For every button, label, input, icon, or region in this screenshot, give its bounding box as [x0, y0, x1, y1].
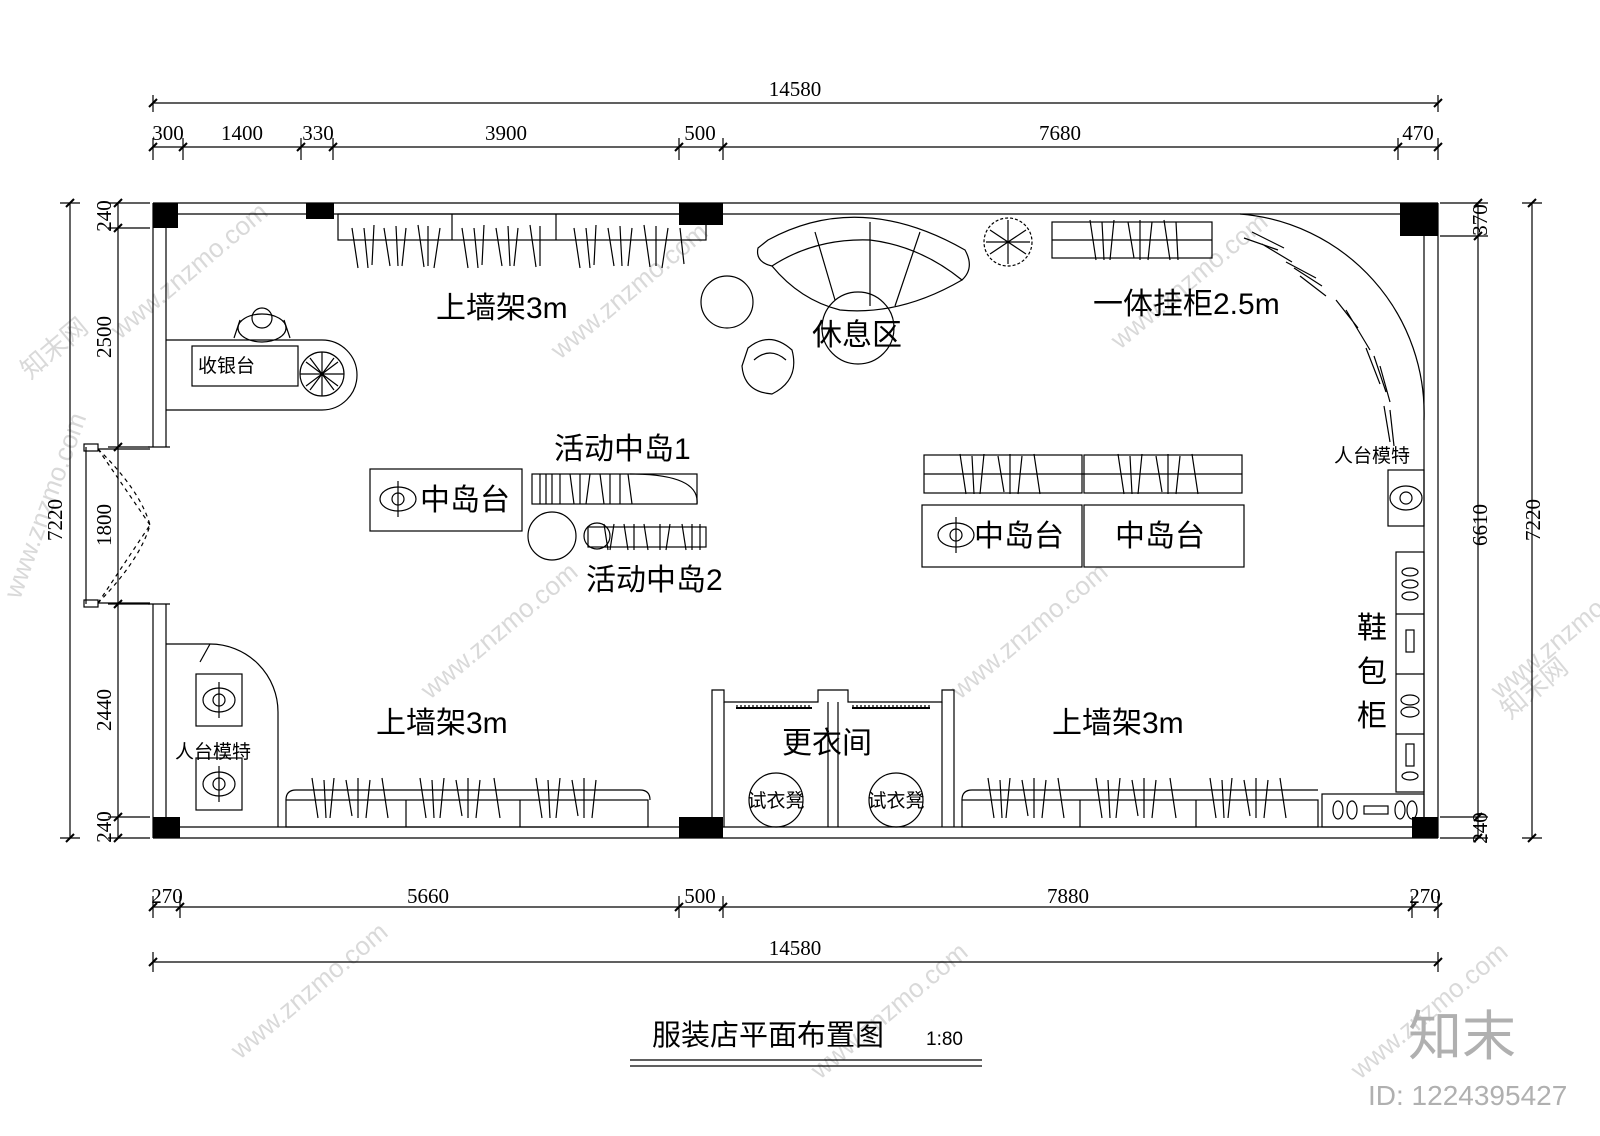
mannequin-icon — [1389, 485, 1423, 511]
watermark-site: www.znzmo.com — [414, 556, 583, 705]
left-dimensions: 7220 240 2500 1800 2440 240 — [43, 198, 150, 843]
wall-rack-top-label: 上墙架3m — [436, 292, 568, 325]
mannequin-icon — [379, 481, 417, 517]
dim-left-total: 7220 — [43, 499, 67, 541]
watermark-site: www.znzmo.com — [544, 216, 713, 365]
shoe-icon — [1400, 567, 1420, 781]
dim-right-seg-2: 6610 — [1468, 504, 1492, 546]
watermark-site: www.znzmo.com — [944, 556, 1113, 705]
mannequin-icon — [202, 682, 236, 802]
mannequin-icon — [937, 517, 975, 553]
watermark-logo: 知末 — [1408, 1007, 1516, 1067]
shoe-bag-cabinet-label-text: 鞋包柜 — [1357, 612, 1387, 733]
dim-top-seg-7: 470 — [1402, 121, 1434, 145]
dim-left-seg-4: 2440 — [92, 689, 116, 731]
dim-top-seg-5: 500 — [684, 121, 716, 145]
shoe-bag-cabinet-label-char: 鞋 — [1357, 612, 1387, 645]
wall-rack-top — [337, 213, 707, 269]
island-right-racks — [923, 453, 1243, 495]
fitting-stool-1-label: 试衣凳 — [747, 790, 804, 812]
watermark-brand: 知末网 — [15, 311, 94, 384]
mobile-island-2-label: 活动中岛2 — [586, 564, 723, 597]
plant-icon — [983, 217, 1033, 267]
fitting-stool-2 — [868, 772, 924, 828]
island-right-b — [1083, 504, 1245, 568]
dim-bottom-total: 14580 — [769, 936, 822, 960]
island-left-label: 中岛台 — [420, 484, 510, 517]
top-dimensions: 14580 300 1400 330 3900 500 7680 4 — [148, 77, 1443, 160]
dim-right-seg-1: 370 — [1468, 204, 1492, 236]
dim-left-seg-2: 2500 — [92, 316, 116, 358]
dim-right-total: 7220 — [1521, 499, 1545, 541]
right-dimensions: 370 6610 240 7220 — [1440, 198, 1545, 844]
dim-top-seg-6: 7680 — [1039, 121, 1081, 145]
wall-rack-bottom-right — [961, 777, 1319, 828]
lounge-chair — [741, 338, 795, 395]
drawing-scale: 1:80 — [926, 1029, 963, 1050]
mannequin-left-area — [166, 643, 279, 827]
dim-left-seg-3: 1800 — [92, 504, 116, 546]
shoe-bag-cabinet — [1321, 551, 1425, 828]
column-top-small — [306, 203, 334, 219]
dim-left-seg-5: 240 — [92, 811, 116, 843]
shoe-bag-cabinet-label-char: 柜 — [1357, 700, 1387, 733]
shoe-bag-cabinet-label-vertical: 鞋包柜 — [1357, 612, 1387, 733]
mannequin-right — [1387, 469, 1425, 527]
wardrobe-label: 一体挂柜2.5m — [1093, 288, 1280, 321]
column-bottom-left — [153, 817, 180, 838]
dim-bottom-seg-5: 270 — [1409, 884, 1441, 908]
lounge-side-table — [700, 275, 754, 329]
mannequin-left-label: 人台模特 — [175, 741, 251, 763]
lounge-label: 休息区 — [812, 319, 902, 352]
dim-top-seg-3: 330 — [302, 121, 334, 145]
island-right-b-label: 中岛台 — [1115, 520, 1205, 553]
dim-top-total: 14580 — [769, 77, 822, 101]
fitting-rooms — [711, 689, 955, 828]
wardrobe-rack — [1051, 213, 1425, 447]
column-top-right — [1400, 203, 1438, 236]
column-bottom-right — [1412, 817, 1438, 838]
entrance-door — [83, 443, 170, 608]
fitting-stool-1 — [748, 772, 804, 828]
cashier-counter — [166, 339, 358, 411]
watermark-site: www.znzmo.com — [804, 936, 973, 1085]
drawing-title: 服装店平面布置图 — [652, 1019, 884, 1052]
cashier-person-icon — [233, 307, 291, 343]
lounge-round-table — [821, 291, 895, 365]
mobile-island-1-label: 活动中岛1 — [554, 433, 691, 466]
mannequin-right-label: 人台模特 — [1334, 445, 1410, 467]
dim-bottom-seg-3: 500 — [684, 884, 716, 908]
dim-bottom-seg-4: 7880 — [1047, 884, 1089, 908]
island-left — [369, 468, 523, 532]
watermark-id: ID: 1224395427 — [1368, 1080, 1567, 1111]
dim-bottom-seg-1: 270 — [151, 884, 183, 908]
dim-top-seg-1: 300 — [152, 121, 184, 145]
watermark-site: www.znzmo.com — [224, 916, 393, 1065]
lounge-sofa — [700, 216, 1033, 395]
mobile-island-2 — [527, 511, 707, 561]
fitting-stool-2-label: 试衣凳 — [867, 790, 924, 812]
island-right-a-label: 中岛台 — [974, 520, 1064, 553]
wall-rack-bottom-left-label: 上墙架3m — [376, 707, 508, 740]
shoe-bag-cabinet-label-char: 包 — [1357, 656, 1387, 689]
dim-bottom-seg-2: 5660 — [407, 884, 449, 908]
dim-left-seg-1: 240 — [92, 200, 116, 232]
bottom-dimensions: 270 5660 500 7880 270 14580 — [148, 884, 1443, 972]
dim-top-seg-4: 3900 — [485, 121, 527, 145]
dim-right-seg-3: 240 — [1468, 812, 1492, 844]
column-top-left — [153, 203, 178, 228]
island-right-a — [921, 504, 1083, 568]
shoe-icon — [1332, 800, 1418, 820]
wall-rack-bottom-left — [285, 777, 651, 828]
dim-top-seg-2: 1400 — [221, 121, 263, 145]
column-bottom-middle — [679, 817, 723, 838]
fitting-room-label: 更衣间 — [782, 727, 872, 760]
wall-rack-bottom-right-label: 上墙架3m — [1052, 707, 1184, 740]
mobile-island-1 — [531, 473, 698, 505]
watermark-site: www.znzmo.com — [104, 196, 273, 345]
cashier-label: 收银台 — [198, 355, 255, 377]
